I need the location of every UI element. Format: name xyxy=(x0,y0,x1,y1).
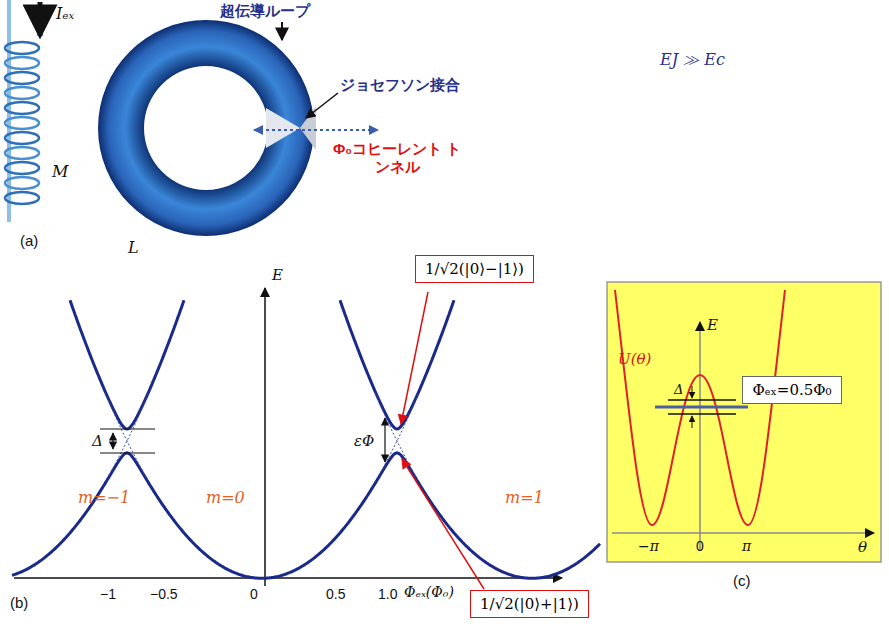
level-line xyxy=(655,406,748,409)
coil-winding xyxy=(5,57,39,69)
gap-arrow xyxy=(112,433,113,449)
coil-winding xyxy=(5,177,39,189)
axis-label: θ xyxy=(858,538,867,556)
tick-label: 0 xyxy=(696,538,704,555)
level-line xyxy=(100,428,155,429)
tunnel-label: Φ₀コヒーレント トンネル xyxy=(332,140,462,176)
part-name: ジョセフソン接合 xyxy=(340,76,460,94)
tick-label: −0.5 xyxy=(150,586,178,603)
energy-band xyxy=(70,300,454,429)
state-label: m=−1 xyxy=(78,488,130,507)
state-box: 1/√2(|0⟩−|1⟩) xyxy=(415,255,534,283)
leader-arrow xyxy=(281,22,283,40)
panel-label: (a) xyxy=(20,232,38,250)
panel-label: (c) xyxy=(733,572,751,590)
energy-axis xyxy=(699,322,701,550)
x-axis xyxy=(14,577,562,579)
energy-band xyxy=(12,453,600,578)
state-formula: Φₑₓ=0.5Φ₀ xyxy=(752,381,831,399)
part-name: 超伝導ループ xyxy=(220,2,310,20)
state-formula: 1/√2(|0⟩−|1⟩) xyxy=(425,260,524,278)
tick-label: 1.0 xyxy=(378,586,397,603)
state-box: 1/√2(|0⟩+|1⟩) xyxy=(470,590,589,618)
coil-winding xyxy=(5,147,39,159)
potential-curve xyxy=(615,290,785,525)
diabatic-line xyxy=(375,393,419,482)
coil-winding xyxy=(5,102,39,114)
tick-label: −1 xyxy=(100,586,116,603)
energy-arrow xyxy=(384,418,385,462)
diabatic-line xyxy=(105,393,149,482)
leader-arrow xyxy=(402,459,484,589)
coil-winding xyxy=(5,162,39,174)
gap-label: Δ xyxy=(674,382,683,398)
panel xyxy=(607,282,881,562)
leader-arrow xyxy=(306,93,338,118)
tick-label: π xyxy=(742,538,751,555)
coil-winding xyxy=(5,72,39,84)
state-formula: 1/√2(|0⟩+|1⟩) xyxy=(480,595,579,613)
condition-label: EJ ≫ Ec xyxy=(660,50,725,69)
curve-label: U(θ) xyxy=(618,350,651,368)
state-label: m=1 xyxy=(505,488,544,507)
tunnel-arrow xyxy=(254,129,378,131)
coil-winding xyxy=(5,117,39,129)
inductance-label: M xyxy=(52,162,68,181)
level-line xyxy=(668,413,736,415)
axis-label: Φₑₓ(Φ₀) xyxy=(404,584,454,601)
coil-winding xyxy=(5,42,39,54)
junction-wedge xyxy=(266,108,300,148)
state-label: m=0 xyxy=(206,488,245,507)
tick-label: 0.5 xyxy=(326,586,345,603)
gap-label: Δ xyxy=(92,432,103,450)
coil-winding xyxy=(5,192,39,204)
coil-winding xyxy=(5,132,39,144)
condition-box: Φₑₓ=0.5Φ₀ xyxy=(742,376,842,404)
y-axis xyxy=(264,288,266,586)
level-line xyxy=(100,452,155,453)
gap-arrow xyxy=(692,386,693,398)
energy-bands xyxy=(12,300,600,578)
panel-label: (b) xyxy=(10,594,28,612)
leader-arrow xyxy=(401,292,428,424)
current-arrow xyxy=(38,2,43,36)
inductance-label: L xyxy=(128,238,139,257)
level-line xyxy=(668,399,736,401)
diabatic-line xyxy=(375,393,419,482)
axis-label: E xyxy=(707,316,718,334)
tick-label: 0 xyxy=(250,586,258,603)
axis-label: E xyxy=(272,266,283,284)
coil xyxy=(5,42,39,204)
tick-label: −π xyxy=(638,538,659,555)
theta-axis xyxy=(612,532,874,534)
current-label: Iₑₓ xyxy=(56,4,74,23)
coil-winding xyxy=(5,87,39,99)
superconducting-ring xyxy=(98,20,314,236)
gap-arrow xyxy=(692,416,693,428)
diabatic-line xyxy=(105,393,149,482)
energy-label: εΦ xyxy=(354,432,374,450)
